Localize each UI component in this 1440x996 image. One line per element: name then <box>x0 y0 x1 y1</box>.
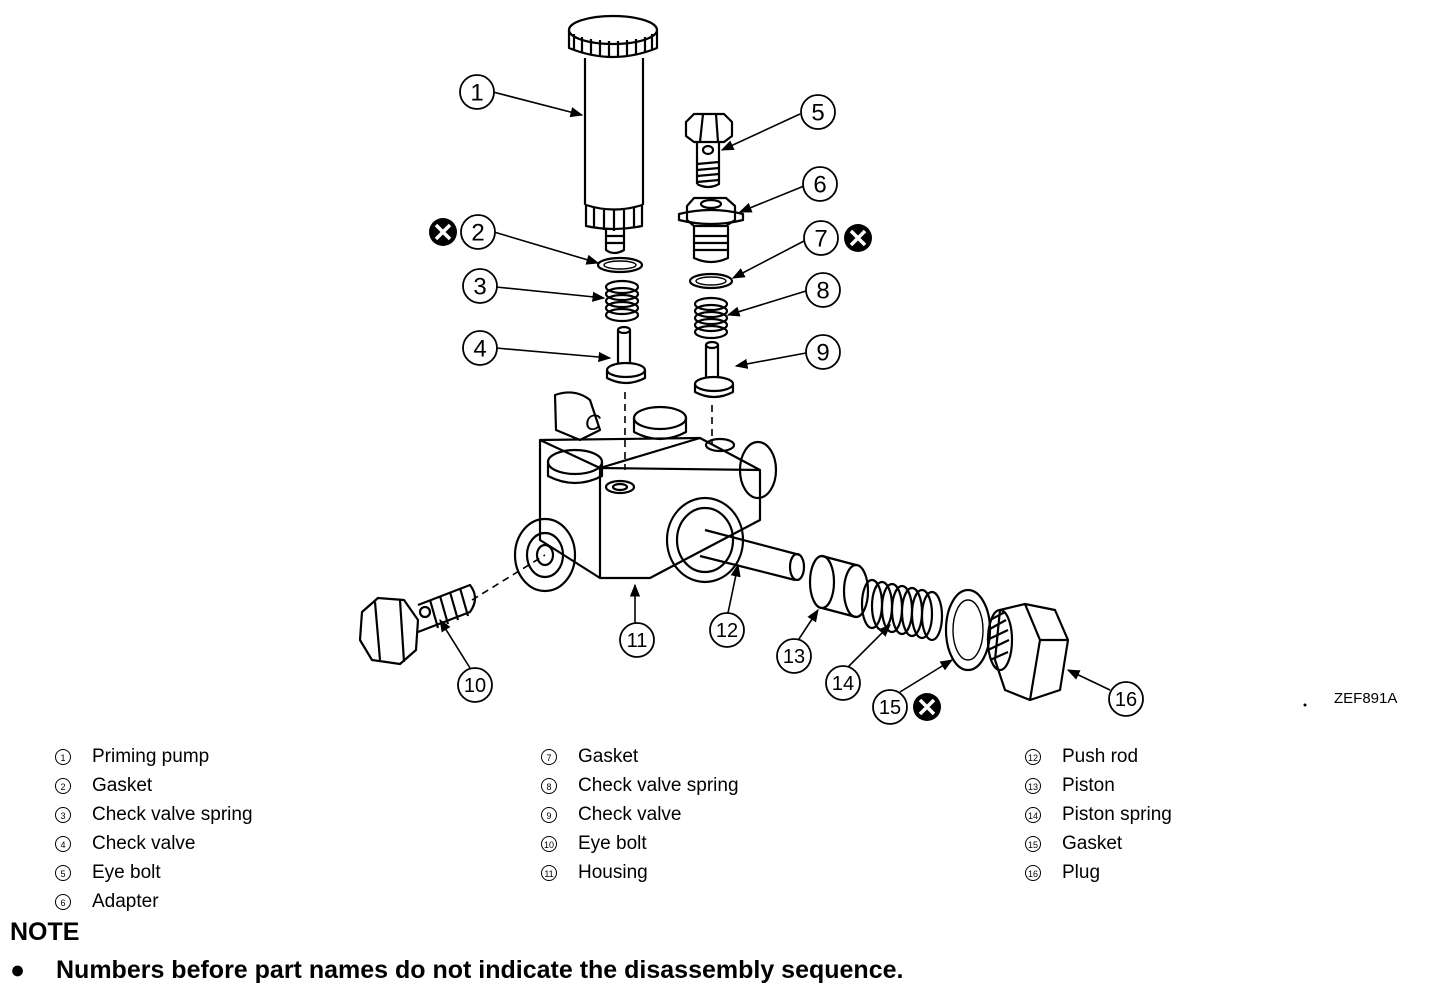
note-item: ●Numbers before part names do not indica… <box>10 956 904 984</box>
piston-spring-14 <box>860 578 944 642</box>
callout-7 <box>803 220 839 256</box>
exploded-view-diagram: 1 2 3 4 5 6 7 8 9 10 11 12 13 14 15 16 C <box>358 14 1307 725</box>
callout-8 <box>805 272 841 308</box>
callout-2-label: 2 <box>471 220 484 247</box>
piston-13 <box>808 554 870 619</box>
callout-2 <box>460 214 496 250</box>
bullet-icon: ● <box>10 956 26 984</box>
housing-mark: C <box>585 410 601 435</box>
push-rod-12 <box>699 528 806 582</box>
callout-14-label: 14 <box>832 673 854 695</box>
callout-15-label: 15 <box>879 697 901 719</box>
callout-14 <box>825 665 861 701</box>
circled-x-icon <box>429 218 457 246</box>
adapter-6 <box>677 196 745 264</box>
callout-1 <box>459 74 495 110</box>
figure-code: ZEF891A <box>1334 690 1398 707</box>
plug-16 <box>986 602 1070 702</box>
callout-10-label: 10 <box>464 675 486 697</box>
callout-7-label: 7 <box>814 226 827 253</box>
callout-6-label: 6 <box>813 172 826 199</box>
check-valve-9 <box>693 340 735 399</box>
callout-6 <box>802 166 838 202</box>
gasket-7 <box>688 272 734 290</box>
callout-10 <box>457 667 493 703</box>
housing-11 <box>513 391 778 593</box>
check-valve-4 <box>605 325 647 385</box>
callout-8-label: 8 <box>816 278 829 305</box>
callout-11 <box>619 622 655 658</box>
callout-12-label: 12 <box>716 620 738 642</box>
callout-13 <box>776 638 812 674</box>
callout-4 <box>462 330 498 366</box>
eye-bolt-10 <box>358 583 477 666</box>
callout-3-label: 3 <box>473 274 486 301</box>
callout-5 <box>800 94 836 130</box>
gasket-2 <box>596 256 644 274</box>
callout-13-label: 13 <box>783 646 805 668</box>
circled-x-icon <box>913 693 941 721</box>
callout-15 <box>872 689 908 725</box>
callout-11-label: 11 <box>627 630 648 652</box>
callout-12 <box>709 612 745 648</box>
callout-16 <box>1108 681 1144 717</box>
callout-5-label: 5 <box>811 100 824 127</box>
check-valve-spring-3 <box>604 279 640 323</box>
check-valve-spring-8 <box>693 296 729 340</box>
circled-x-icon <box>844 224 872 252</box>
note-title: NOTE <box>10 918 80 946</box>
callout-9 <box>805 334 841 370</box>
eye-bolt-5 <box>684 112 734 189</box>
callout-16-label: 16 <box>1115 689 1137 711</box>
callout-3 <box>462 268 498 304</box>
callout-9-label: 9 <box>816 340 829 367</box>
callout-4-label: 4 <box>473 336 486 363</box>
priming-pump <box>567 14 659 255</box>
callout-1-label: 1 <box>470 80 483 107</box>
